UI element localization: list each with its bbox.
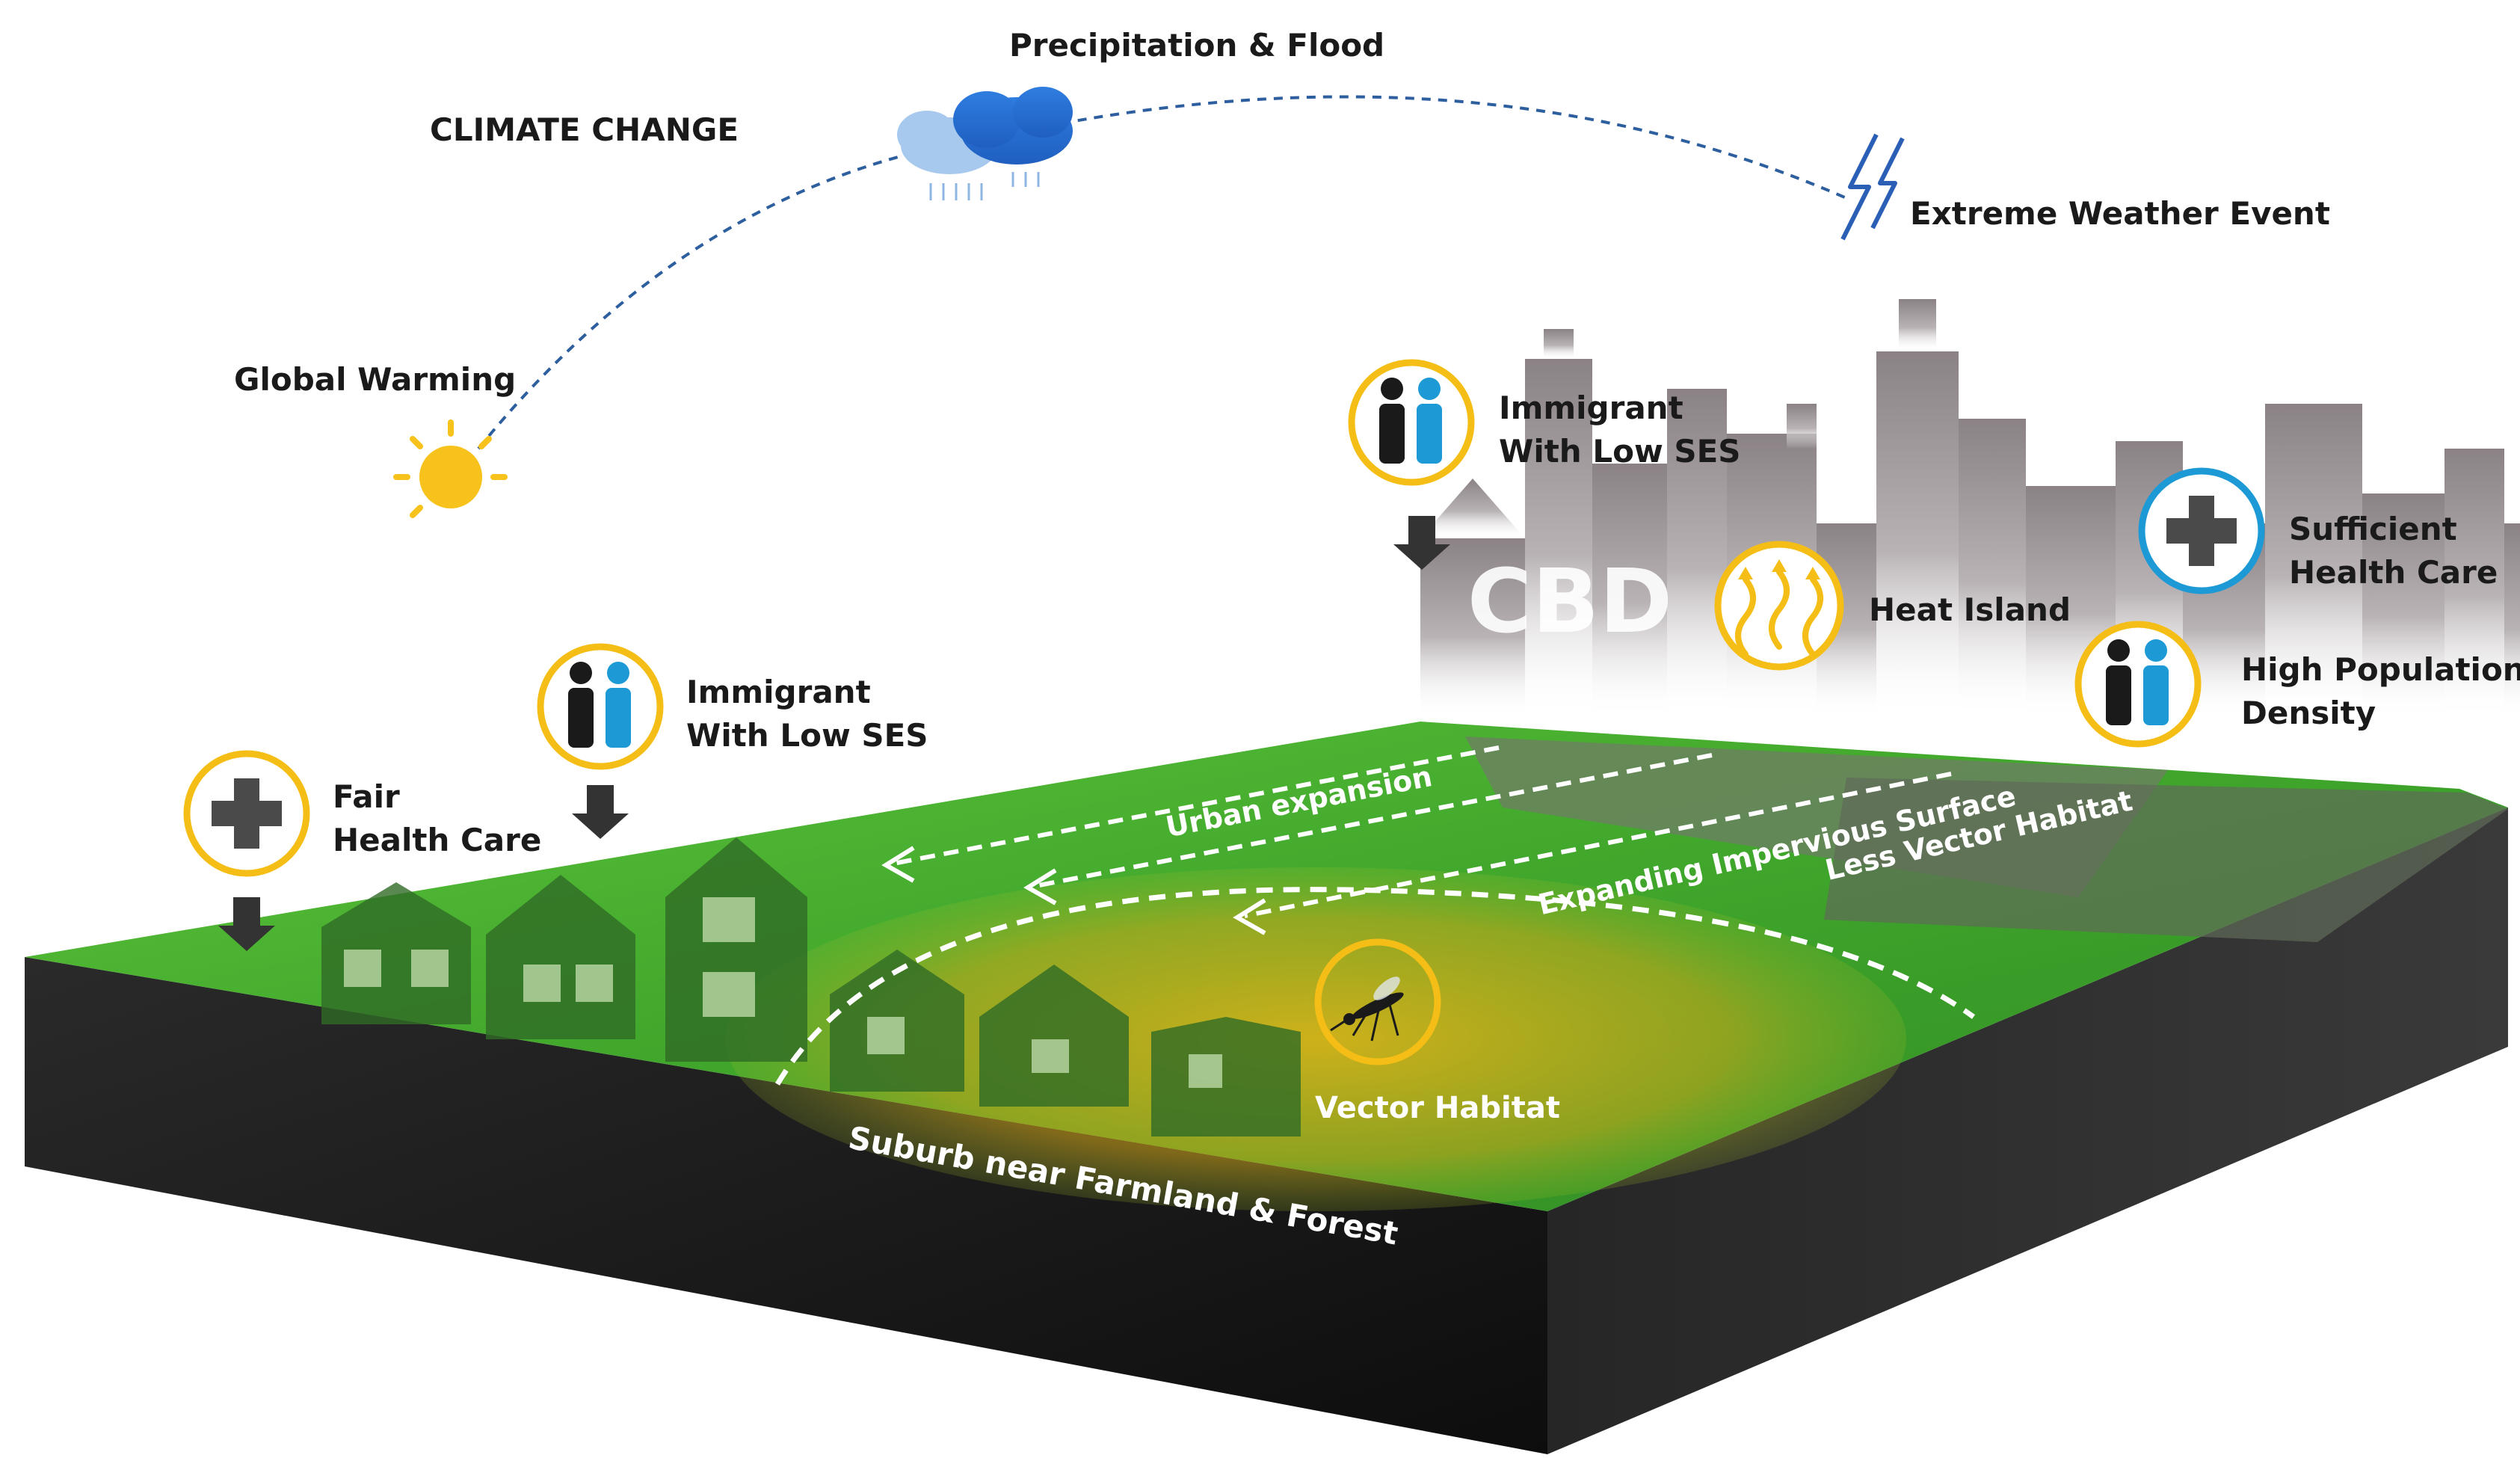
sufficient-health-line1: Sufficient bbox=[2289, 511, 2457, 547]
arrowheads-icon bbox=[881, 846, 1266, 935]
city-immigrant-icon bbox=[1348, 359, 1475, 486]
city-immigrant-line1: Immigrant bbox=[1499, 390, 1683, 426]
population-density-icon bbox=[2074, 621, 2202, 748]
cbd-label: CBD bbox=[1467, 550, 1673, 653]
sun-icon bbox=[393, 419, 508, 518]
vector-habitat-boundary bbox=[774, 887, 1976, 1086]
sufficient-health-line2: Health Care bbox=[2289, 554, 2498, 591]
suburb-immigrant-line2: With Low SES bbox=[686, 717, 928, 754]
sufficient-health-icon bbox=[2138, 467, 2265, 594]
suburb-houses bbox=[321, 837, 1301, 1136]
density-line1: High Population bbox=[2241, 651, 2520, 688]
suburb-immigrant-line1: Immigrant bbox=[686, 674, 871, 710]
city-immigrant-line2: With Low SES bbox=[1499, 433, 1741, 470]
lightning-icon bbox=[1840, 133, 1905, 241]
mosquito-icon bbox=[1314, 938, 1441, 1065]
global-warming-label: Global Warming bbox=[234, 361, 516, 398]
heat-island-label: Heat Island bbox=[1869, 591, 2071, 628]
fair-health-line2: Health Care bbox=[333, 822, 541, 858]
ground-block bbox=[25, 722, 2508, 1454]
vector-habitat-label: Vector Habitat bbox=[1315, 1091, 1560, 1125]
precipitation-label: Precipitation & Flood bbox=[1009, 27, 1384, 64]
extreme-weather-label: Extreme Weather Event bbox=[1910, 195, 2330, 232]
fair-health-line1: Fair bbox=[333, 778, 400, 815]
suburb-immigrant-icon bbox=[537, 643, 664, 770]
fair-health-icon bbox=[183, 750, 310, 877]
fair-health-arrow-icon bbox=[218, 897, 275, 951]
suburb-immigrant-arrow-icon bbox=[572, 785, 629, 839]
climate-change-heading: CLIMATE CHANGE bbox=[430, 111, 739, 148]
climate-arc bbox=[477, 95, 1847, 450]
city-down-arrow-icon bbox=[1393, 516, 1450, 570]
density-line2: Density bbox=[2241, 695, 2376, 731]
rain-cloud-icon bbox=[897, 87, 1073, 200]
heat-island-icon bbox=[1714, 541, 1844, 671]
urban-expansion-arrows bbox=[893, 745, 1952, 918]
